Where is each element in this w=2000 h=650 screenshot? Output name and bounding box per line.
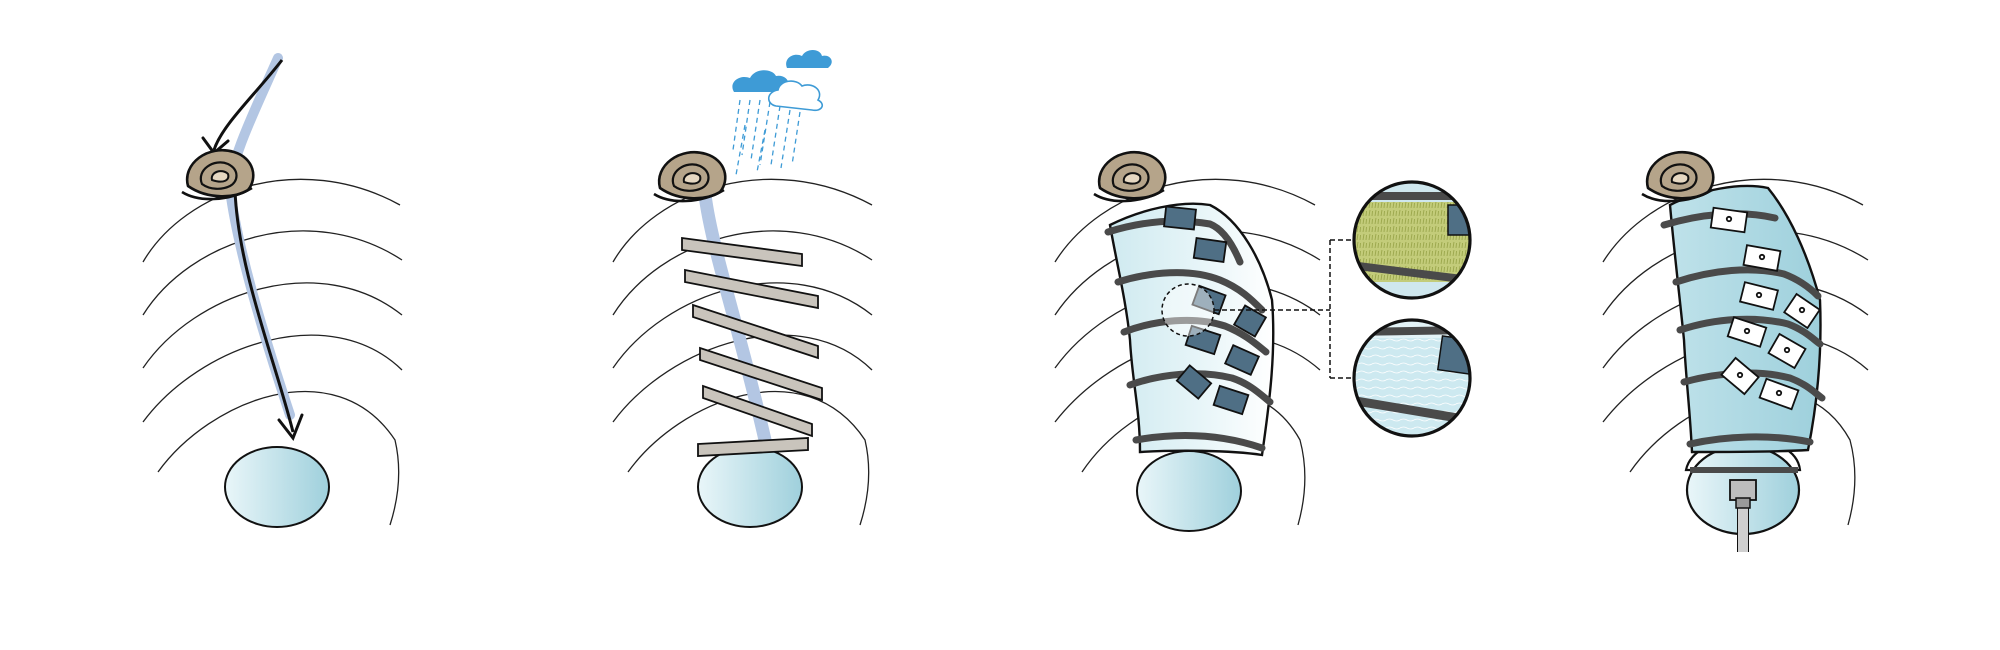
detail-callout — [1161, 239, 1354, 379]
sensor-panels — [1709, 206, 1822, 411]
detail-water — [1352, 318, 1472, 438]
flow-arrow — [201, 59, 304, 442]
panel-terraced-basins — [1054, 150, 1472, 532]
terraced-basin — [1104, 202, 1275, 457]
pond — [697, 446, 803, 528]
snail-shell-icon — [1640, 150, 1715, 203]
contour-lines — [142, 178, 403, 526]
pump-station — [1684, 436, 1802, 552]
detail-grass — [1352, 180, 1472, 300]
barrier-slats — [681, 236, 823, 457]
snail-shell-icon — [652, 150, 727, 203]
snail-shell-icon — [1092, 150, 1167, 203]
panel-rain-barriers — [612, 50, 873, 528]
flow-channel — [698, 188, 772, 447]
pond — [1136, 450, 1242, 532]
pond — [224, 446, 330, 528]
rain-cloud — [732, 50, 832, 176]
snail-shell-icon — [180, 148, 255, 201]
panel-sensor-panels — [1602, 150, 1869, 552]
panel-flow — [142, 53, 403, 528]
